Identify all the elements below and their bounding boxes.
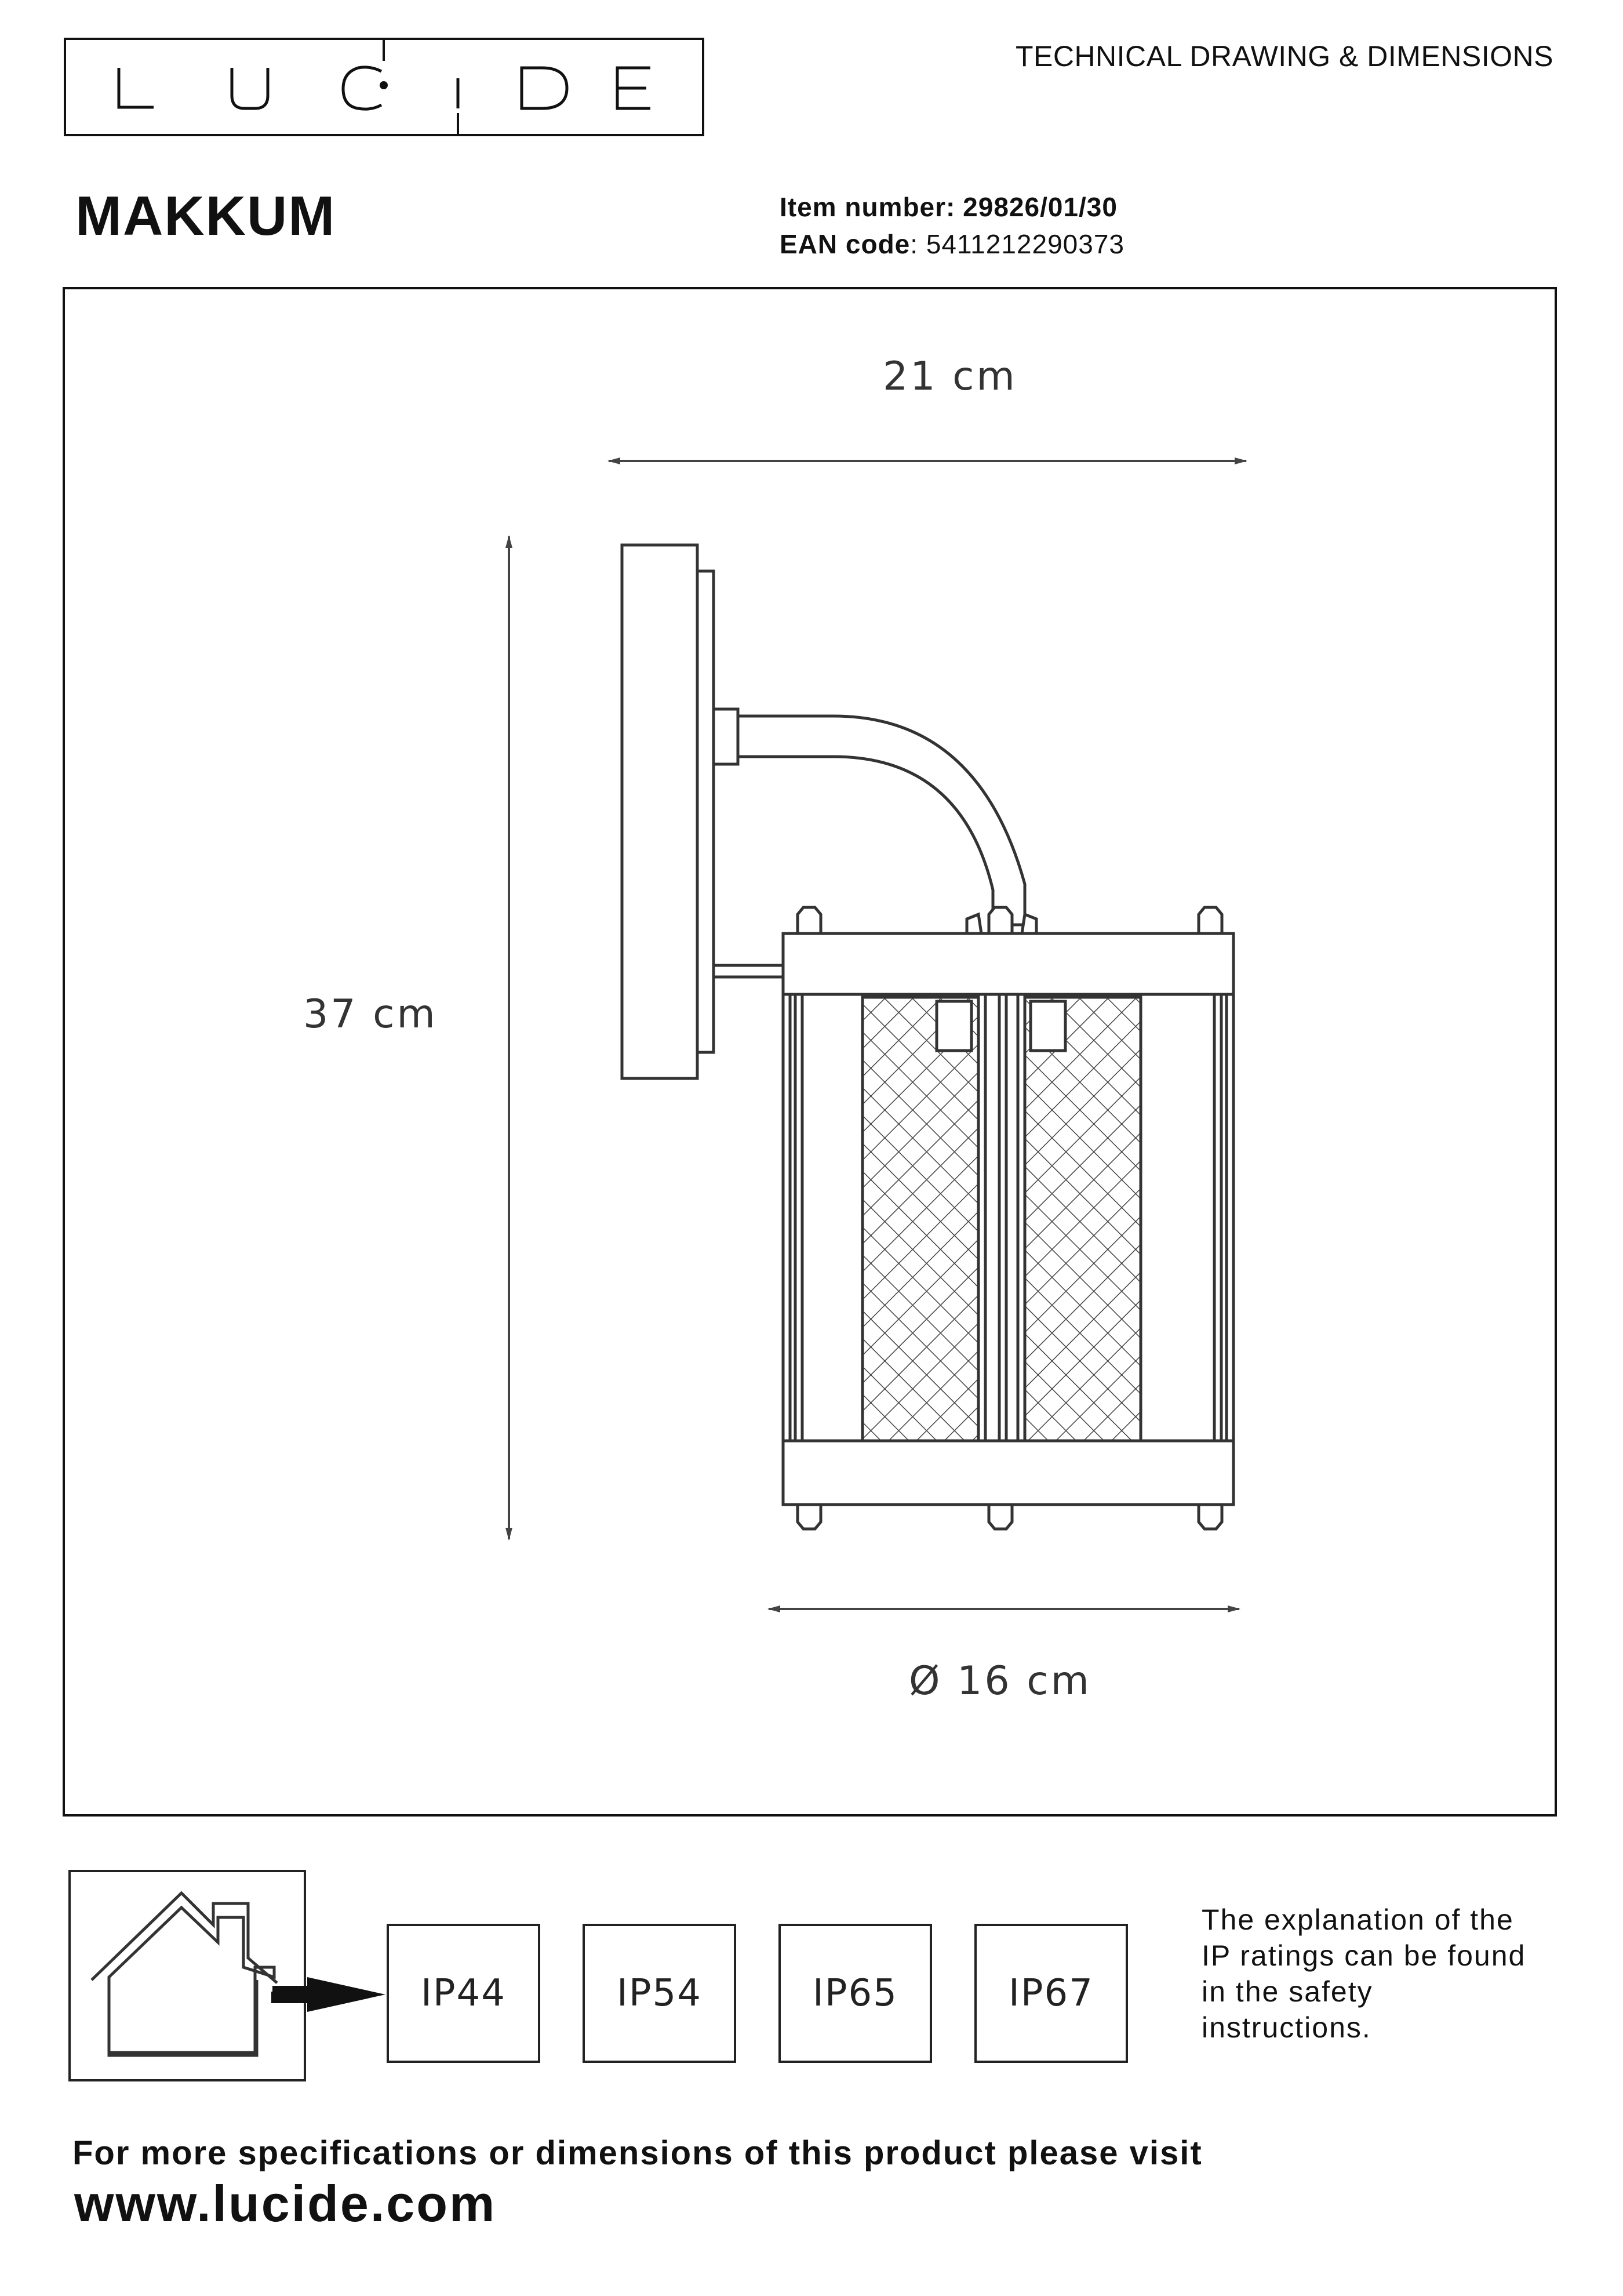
ip-rating-badge: IP54 [583,1924,736,2063]
ip-house-diagram [68,1870,306,2081]
lantern-top-cap [781,932,1235,996]
nut-top-right [1197,906,1224,935]
house-arrow-icon [68,1870,306,2081]
height-dimension-label: 37 cm [303,991,438,1037]
document-type-heading: TECHNICAL DRAWING & DIMENSIONS [1015,40,1553,72]
item-number-value: 29826/01/30 [963,192,1118,222]
wall-plate-rim [696,569,715,1054]
frame-bar-right-inner [1213,993,1223,1443]
ip-note-line: instructions. [1202,2011,1371,2044]
item-info: Item number: 29826/01/30 EAN code: 54112… [780,188,1125,263]
ip-explanation-note: The explanation of the IP ratings can be… [1202,1902,1526,2046]
nut-bottom-right [1197,1503,1224,1531]
nut-top-center [987,906,1014,935]
nut-bottom-left [796,1503,823,1531]
item-number-label: Item number: [780,192,956,222]
item-number-row: Item number: 29826/01/30 [780,188,1125,226]
mesh-panel-right [1023,996,1142,1443]
frame-bar-left-outer [781,993,792,1443]
nut-top-center-b [965,912,983,935]
lucide-logo-icon [64,38,704,136]
footer-specifications-text: For more specifications or dimensions of… [72,2134,1203,2172]
frame-bar-right-outer [1225,993,1235,1443]
wall-lantern-drawing [505,457,1247,1612]
curved-arm [712,714,1027,927]
ean-value: : 5411212290373 [910,229,1125,259]
drawing-frame [63,287,1557,1817]
bulb-holder-right [1029,1000,1067,1052]
ip-note-line: in the safety [1202,1975,1373,2008]
diameter-dimension-label: Ø 16 cm [909,1658,1091,1704]
ip-rating-badge: IP44 [387,1924,540,2063]
center-divider-2 [1005,993,1020,1443]
bulb-holder-left [935,1000,973,1052]
side-rod [712,964,785,979]
brand-logo [64,38,704,136]
wall-plate [620,543,699,1080]
ean-row: EAN code: 5411212290373 [780,226,1125,263]
nut-top-left [796,906,823,935]
nut-bottom-center [987,1503,1014,1531]
lantern-bottom-cap [781,1439,1235,1506]
nut-top-center-c [1020,912,1038,935]
ean-label: EAN code [780,229,911,259]
product-name: MAKKUM [75,185,336,247]
ip-note-line: IP ratings can be found [1202,1939,1526,1972]
footer-website-link[interactable]: www.lucide.com [74,2175,497,2232]
technical-drawing: 21 cm 37 cm Ø 16 cm [63,287,1557,1817]
center-divider [984,993,1001,1443]
mesh-panel-left [861,996,980,1443]
frame-bar-left-inner [794,993,804,1443]
arm-collar [712,707,740,766]
ip-rating-badge: IP65 [778,1924,932,2063]
ip-rating-badge: IP67 [974,1924,1128,2063]
ip-arrow-icon [272,1977,385,2012]
ip-note-line: The explanation of the [1202,1903,1514,1936]
width-dimension-label: 21 cm [883,354,1017,399]
